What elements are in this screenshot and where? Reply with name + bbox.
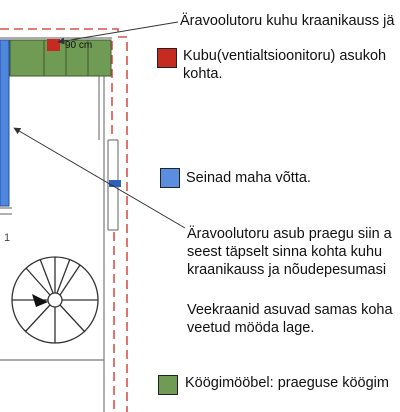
kitchen-furniture: [9, 39, 112, 77]
spiral-staircase: [11, 256, 99, 344]
arrow-to-current-drain: [13, 127, 186, 229]
legend-furniture-label: Köögimööbel: praeguse köögim: [185, 375, 389, 391]
kitchen-furniture-dividers: [43, 40, 89, 76]
legend-swatch-furniture: [158, 375, 178, 395]
legend-vent-line2: kohta.: [183, 66, 223, 82]
legend-swatch-vent: [157, 48, 177, 68]
legend-swatch-walls: [160, 168, 180, 188]
dimension-label: 90 cm: [65, 40, 92, 51]
vent-pipe-marker: [47, 39, 60, 51]
new-drain-location-note: Äravoolutoru kuhu kraanikauss jä: [180, 13, 395, 29]
floor-mark: 1: [4, 232, 10, 244]
legend-walls-label: Seinad maha võtta.: [186, 170, 311, 186]
taps-note-line1: Veekraanid asuvad samas koha: [187, 302, 393, 318]
current-drain-note-line3: kraanikauss ja nõudepesumasi: [187, 262, 387, 278]
legend-vent-line1: Kubu(ventialtsioonitoru) asukoh: [183, 48, 387, 64]
wall-remove-left: [0, 39, 10, 207]
current-drain-note-line1: Äravoolutoru asub praegu siin a: [187, 226, 392, 242]
stair-direction-arrow: [32, 294, 48, 307]
taps-note-line2: veetud mööda lage.: [187, 320, 315, 336]
red-dashed-outline: [0, 28, 128, 412]
wall-remove-small: [109, 180, 121, 187]
current-drain-note-line2: seest täpselt sinna kohta kuhu: [187, 244, 383, 260]
arrow-to-new-drain: [57, 21, 179, 45]
